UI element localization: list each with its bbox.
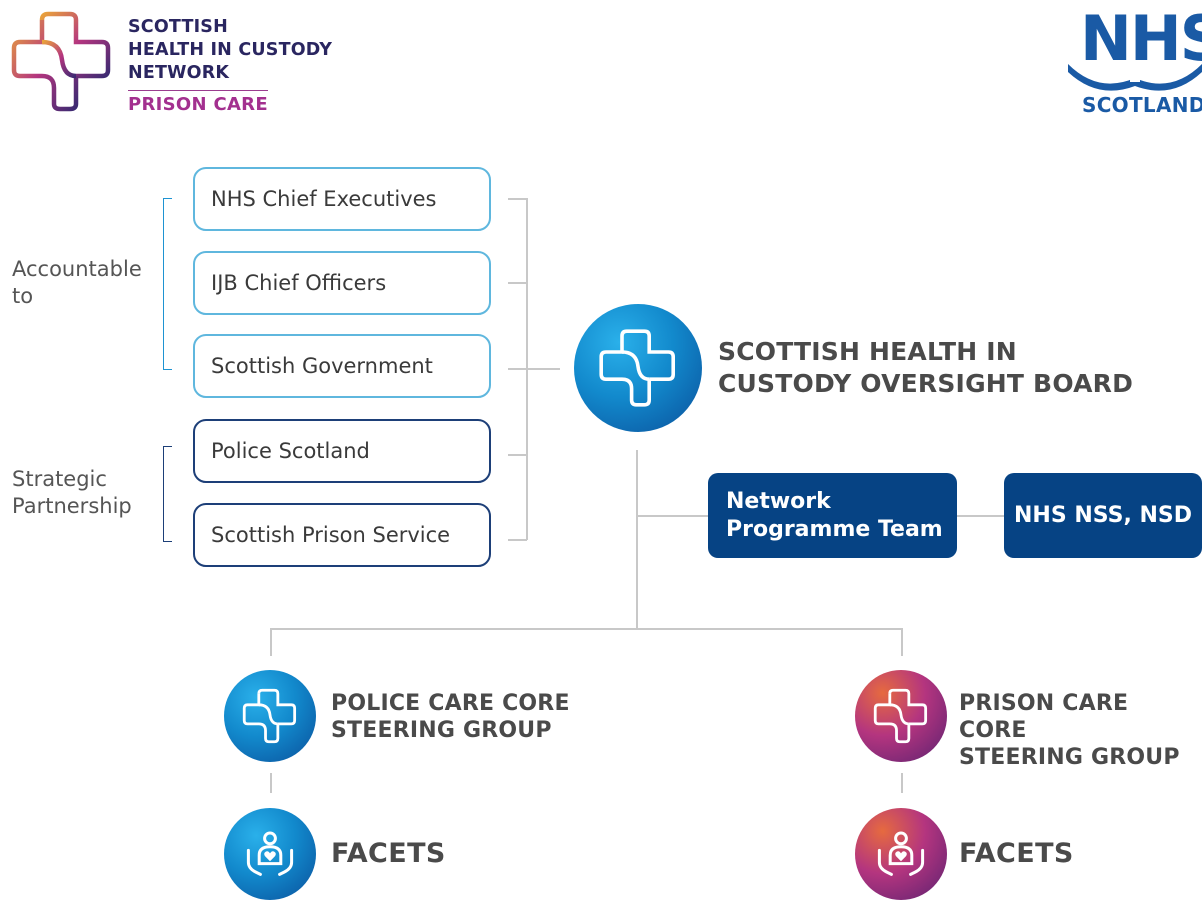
prison-facets-title: FACETS xyxy=(959,838,1074,869)
network-logo-title: SCOTTISH HEALTH IN CUSTODY NETWORK xyxy=(128,16,332,85)
strategic-bracket xyxy=(163,446,172,542)
prison-group-line-2: STEERING GROUP xyxy=(959,745,1180,770)
accountable-label: Accountable to xyxy=(12,257,142,308)
logo-line-2: HEALTH IN CUSTODY xyxy=(128,40,333,60)
nhs-chief-executives-box: NHS Chief Executives xyxy=(193,167,491,231)
network-programme-team-box: Network Programme Team xyxy=(708,473,957,558)
prison-group-title: PRISON CARE CORE STEERING GROUP xyxy=(959,690,1202,771)
split-right-drop xyxy=(901,628,903,656)
prison-facets-link xyxy=(901,773,903,793)
nhs-nss-nsd-box: NHS NSS, NSD xyxy=(1004,473,1202,558)
police-group-line-1: POLICE CARE CORE xyxy=(331,691,570,716)
connector-tick-4 xyxy=(508,454,527,456)
scottish-prison-service-box: Scottish Prison Service xyxy=(193,503,491,567)
oversight-board-line-1: SCOTTISH HEALTH IN xyxy=(718,337,1017,366)
board-to-team-link xyxy=(637,515,709,517)
ijb-chief-officers-box: IJB Chief Officers xyxy=(193,251,491,315)
logo-line-3: NETWORK xyxy=(128,63,230,83)
programme-team-line-2: Programme Team xyxy=(726,516,943,542)
scottish-government-box: Scottish Government xyxy=(193,334,491,398)
prison-facets-circle xyxy=(855,808,947,900)
logo-divider xyxy=(128,90,268,91)
police-group-title: POLICE CARE CORE STEERING GROUP xyxy=(331,690,570,744)
nhs-saltire-swoosh-icon xyxy=(1068,60,1202,91)
oversight-board-circle xyxy=(574,304,702,432)
strategic-label: Strategic Partnership xyxy=(12,467,132,518)
team-to-nss-link xyxy=(957,515,1005,517)
prison-group-line-1: PRISON CARE CORE xyxy=(959,691,1129,743)
accountable-bracket xyxy=(163,198,172,370)
cross-network-icon xyxy=(242,688,297,744)
logo-subtitle: PRISON CARE xyxy=(128,94,268,115)
programme-team-line-1: Network xyxy=(726,488,831,514)
split-horizontal xyxy=(270,628,902,630)
connector-vertical xyxy=(526,198,528,540)
cross-network-icon xyxy=(873,688,928,744)
connector-tick-2 xyxy=(508,282,527,284)
police-group-circle xyxy=(224,670,316,762)
oversight-board-line-2: CUSTODY OVERSIGHT BOARD xyxy=(718,369,1134,398)
care-hands-heart-icon xyxy=(877,831,925,876)
care-hands-heart-icon xyxy=(246,831,294,876)
police-facets-circle xyxy=(224,808,316,900)
network-logo-icon xyxy=(11,11,111,112)
logo-line-1: SCOTTISH xyxy=(128,17,228,37)
connector-tick-3 xyxy=(508,368,560,370)
connector-tick-1 xyxy=(508,198,527,200)
police-scotland-box: Police Scotland xyxy=(193,419,491,483)
split-left-drop xyxy=(270,628,272,656)
board-spine xyxy=(636,450,638,630)
police-facets-title: FACETS xyxy=(331,838,446,869)
cross-network-icon xyxy=(599,329,675,407)
nhs-wordmark: NHS xyxy=(1080,2,1202,75)
oversight-board-title: SCOTTISH HEALTH IN CUSTODY OVERSIGHT BOA… xyxy=(718,336,1133,400)
prison-group-circle xyxy=(855,670,947,762)
connector-tick-5 xyxy=(508,539,527,541)
nhs-region-label: SCOTLAND xyxy=(1082,93,1202,117)
police-group-line-2: STEERING GROUP xyxy=(331,718,552,743)
police-facets-link xyxy=(270,773,272,793)
